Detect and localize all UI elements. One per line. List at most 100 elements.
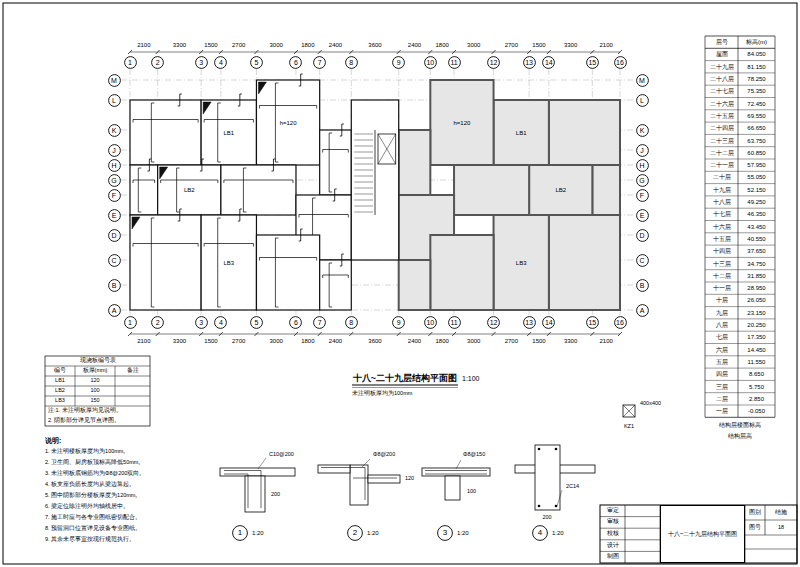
detail-scale: 1:20 bbox=[457, 530, 469, 536]
dimension-text: 1800 bbox=[301, 42, 314, 48]
bubble-circle bbox=[108, 144, 120, 156]
axis-bubble: 12 bbox=[487, 56, 500, 69]
table-rule bbox=[705, 355, 775, 356]
stair-tread bbox=[354, 158, 373, 159]
level-name: 二十八层 bbox=[710, 76, 734, 82]
dimension-text: 3300 bbox=[173, 338, 186, 344]
node-text: M bbox=[111, 77, 117, 84]
table-rule bbox=[45, 366, 150, 367]
slab-label: LB2 bbox=[183, 187, 196, 193]
node-text: E bbox=[112, 212, 117, 219]
negative-rebar bbox=[340, 254, 344, 266]
detail-callout: 1 bbox=[232, 525, 248, 541]
dimension-text: 2400 bbox=[329, 338, 342, 344]
rebar-line bbox=[275, 238, 278, 307]
table-rule bbox=[45, 376, 150, 377]
core-wall bbox=[351, 100, 398, 260]
slab-section bbox=[318, 465, 350, 473]
negative-rebar bbox=[271, 159, 275, 171]
axis-bubble: 16 bbox=[614, 56, 627, 69]
hatch-wedge bbox=[203, 102, 211, 114]
node-text: 1 bbox=[128, 319, 132, 326]
slab-label: h=120 bbox=[279, 120, 298, 126]
bubble-circle bbox=[108, 189, 120, 201]
detail-callout: 2 bbox=[347, 525, 363, 541]
rebar-dot bbox=[555, 505, 558, 508]
dimension-text: 2400 bbox=[408, 42, 421, 48]
node-text: D bbox=[639, 232, 644, 239]
axis-bubble: H bbox=[636, 159, 649, 172]
dimension-tick bbox=[219, 50, 223, 54]
level-elevation: 5.750 bbox=[749, 384, 764, 390]
table-rule bbox=[705, 245, 775, 246]
axis-bubble: 10 bbox=[424, 316, 437, 329]
level-table bbox=[705, 36, 775, 417]
node-text: A bbox=[640, 307, 645, 314]
table-rule bbox=[738, 36, 739, 417]
title-block-rule bbox=[745, 549, 797, 550]
title-block-rule bbox=[625, 505, 626, 563]
table-rule bbox=[705, 36, 775, 37]
level-elevation: 52.150 bbox=[747, 187, 765, 193]
slab-section bbox=[220, 468, 295, 476]
bubble-circle bbox=[108, 304, 120, 316]
stair-tread bbox=[354, 134, 373, 135]
lift-shaft bbox=[378, 134, 396, 164]
stair-tread bbox=[354, 146, 373, 147]
node-text: H bbox=[111, 162, 116, 169]
level-name: 九层 bbox=[716, 310, 728, 316]
dimension-text: 2700 bbox=[232, 338, 245, 344]
node-text: 13 bbox=[525, 319, 533, 326]
slab-panel bbox=[430, 80, 493, 165]
axis-bubble: B bbox=[108, 279, 121, 292]
axis-bubble: 6 bbox=[289, 316, 302, 329]
bubble-circle bbox=[636, 254, 648, 266]
node-text: G bbox=[111, 177, 116, 184]
negative-rebar bbox=[340, 124, 344, 136]
axis-bubble: 3 bbox=[195, 56, 208, 69]
rebar-line bbox=[299, 215, 348, 218]
rebar-line bbox=[259, 106, 316, 109]
dimension-tick bbox=[547, 332, 551, 336]
level-name: 八层 bbox=[716, 322, 728, 328]
table-border bbox=[45, 356, 150, 426]
bubble-circle bbox=[614, 316, 626, 328]
lift-cross bbox=[378, 134, 396, 164]
rebar-line bbox=[425, 474, 487, 475]
title-block-rule bbox=[600, 551, 660, 552]
dimension-tick bbox=[156, 50, 160, 54]
node-text: 6 bbox=[294, 319, 298, 326]
node-text: J bbox=[640, 147, 644, 154]
bubble-circle bbox=[424, 56, 436, 68]
table-rule bbox=[705, 183, 775, 184]
rebar-label: C10@200 bbox=[268, 452, 295, 458]
axis-bubble: 9 bbox=[392, 56, 405, 69]
table-rule bbox=[705, 269, 775, 270]
dimension-tick bbox=[397, 332, 401, 336]
node-text: 1 bbox=[128, 59, 132, 66]
dimension-text: 2100 bbox=[137, 42, 150, 48]
rebar-line bbox=[323, 275, 349, 278]
bubble-circle bbox=[488, 316, 500, 328]
table-rule bbox=[705, 122, 775, 123]
slab-panel bbox=[130, 215, 201, 310]
slab-panel bbox=[221, 165, 296, 215]
table-title: 现浇板编号表 bbox=[80, 358, 116, 364]
title-block-cell: 审核 bbox=[607, 520, 619, 526]
level-elevation: 20.250 bbox=[747, 322, 765, 328]
dimension-text: 3000 bbox=[270, 338, 283, 344]
slab-panel bbox=[399, 260, 431, 310]
level-name: 六层 bbox=[716, 347, 728, 353]
dimension-text: 3300 bbox=[173, 42, 186, 48]
axis-bubble: C bbox=[636, 254, 649, 267]
bubble-circle bbox=[393, 316, 405, 328]
dimension-tick bbox=[294, 50, 298, 54]
node-text: 15 bbox=[588, 59, 596, 66]
stair-tread bbox=[354, 176, 373, 177]
column-cross bbox=[623, 405, 635, 417]
dimension-text: 1800 bbox=[435, 338, 448, 344]
rebar-line bbox=[259, 258, 316, 261]
node-text: L bbox=[640, 97, 644, 104]
node-text: 6 bbox=[294, 59, 298, 66]
level-elevation: 23.150 bbox=[747, 310, 765, 316]
